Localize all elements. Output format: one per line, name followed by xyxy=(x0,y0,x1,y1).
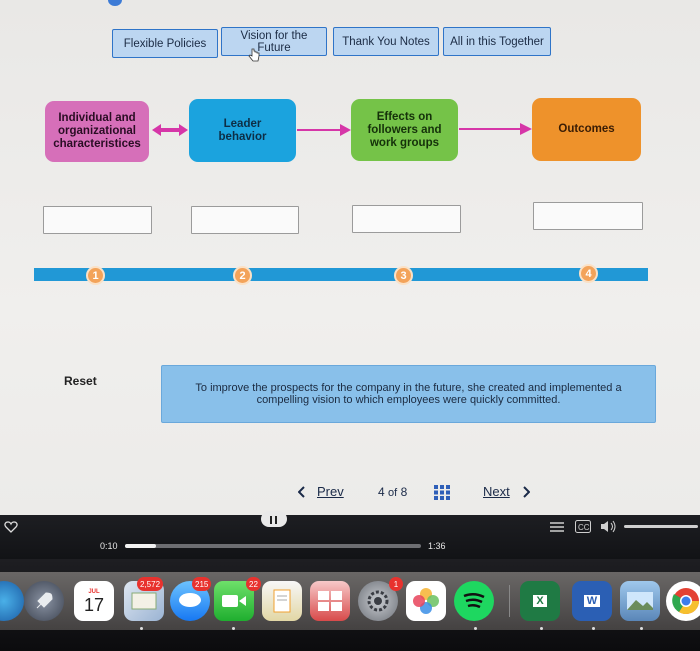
timeline-marker-1[interactable]: 1 xyxy=(86,266,105,285)
timeline-marker-2[interactable]: 2 xyxy=(233,266,252,285)
timeline-marker-3[interactable]: 3 xyxy=(394,266,413,285)
video-controls-bar xyxy=(0,515,700,559)
prev-link[interactable]: Prev xyxy=(317,484,344,499)
tab-label: Flexible Policies xyxy=(123,37,207,50)
prev-link-label[interactable]: Prev xyxy=(317,484,344,499)
tab-thank-you-notes[interactable]: Thank You Notes xyxy=(333,27,439,56)
calendar-icon[interactable]: JUL 17 xyxy=(74,581,114,621)
video-progress-fill xyxy=(125,544,156,548)
facetime-badge: 22 xyxy=(246,577,261,591)
timeline-marker-4[interactable]: 4 xyxy=(579,264,598,283)
page-of: of xyxy=(388,487,398,499)
tab-label: Vision for the Future xyxy=(240,29,308,54)
marker-label: 3 xyxy=(400,269,407,282)
volume-icon[interactable] xyxy=(600,520,618,533)
marker-label: 1 xyxy=(92,269,99,282)
running-indicator xyxy=(232,627,235,630)
flower-icon xyxy=(413,588,439,614)
tab-label: Thank You Notes xyxy=(342,35,430,48)
volume-slider[interactable] xyxy=(624,525,698,528)
reset-button[interactable]: Reset xyxy=(64,374,97,388)
chrome-icon[interactable] xyxy=(666,581,700,621)
tab-label: All in this Together xyxy=(450,35,544,48)
drop-target-4[interactable] xyxy=(533,202,643,230)
page-current: 4 xyxy=(378,485,385,499)
dock-divider xyxy=(509,585,510,617)
chevron-left-icon[interactable] xyxy=(298,486,306,498)
tab-flexible-policies[interactable]: Flexible Policies xyxy=(112,29,218,58)
marker-label: 4 xyxy=(585,267,592,280)
time-elapsed: 0:10 xyxy=(100,541,118,551)
photo-booth-icon[interactable] xyxy=(310,581,350,621)
list-icon[interactable] xyxy=(550,521,564,533)
chrome-logo-icon xyxy=(672,588,700,615)
word-icon[interactable]: W xyxy=(572,581,612,621)
screen xyxy=(0,0,700,515)
gear-icon xyxy=(367,590,389,612)
document-icon xyxy=(273,589,291,613)
arrow-right-icon xyxy=(459,123,532,135)
messages-badge: 215 xyxy=(192,577,212,591)
scenario-text: To improve the prospects for the company… xyxy=(195,382,622,406)
time-duration: 1:36 xyxy=(428,541,446,551)
captions-icon[interactable]: CC xyxy=(575,520,591,533)
landscape-photo-icon xyxy=(627,592,653,610)
box-label: Effects on followers and work groups xyxy=(367,110,442,149)
running-indicator xyxy=(592,627,595,630)
rocket-icon xyxy=(36,592,53,609)
chevron-right-icon[interactable] xyxy=(522,486,530,498)
page-total: 8 xyxy=(400,485,408,499)
box-individual-characteristics: Individual and organizational characteri… xyxy=(45,101,149,162)
pages-icon[interactable] xyxy=(262,581,302,621)
excel-glyph-icon: X xyxy=(533,595,547,607)
scenario-card[interactable]: To improve the prospects for the company… xyxy=(161,365,656,423)
tab-vision-for-the-future[interactable]: Vision for the Future xyxy=(221,27,327,56)
double-arrow-icon xyxy=(152,124,188,136)
top-indicator-icon xyxy=(108,0,122,6)
drop-target-1[interactable] xyxy=(43,206,152,234)
box-effects-on-followers: Effects on followers and work groups xyxy=(351,99,458,161)
mail-badge: 2,572 xyxy=(137,577,164,591)
grid-icon[interactable] xyxy=(434,485,450,500)
tab-all-in-this-together[interactable]: All in this Together xyxy=(443,27,551,56)
heart-icon[interactable] xyxy=(4,520,18,534)
excel-icon[interactable]: X xyxy=(520,581,560,621)
next-link[interactable]: Next xyxy=(483,484,510,499)
video-camera-icon xyxy=(222,595,246,607)
spotify-icon[interactable] xyxy=(454,581,494,621)
video-progress-track[interactable] xyxy=(125,544,421,548)
box-leader-behavior: Leader behavior xyxy=(189,99,296,162)
arrow-right-icon xyxy=(297,124,351,136)
launchpad-icon[interactable] xyxy=(24,581,64,621)
app-store-badge: 1 xyxy=(389,577,403,591)
pause-icon xyxy=(275,516,277,524)
running-indicator xyxy=(140,627,143,630)
pause-icon xyxy=(270,516,272,524)
box-label: Individual and organizational characteri… xyxy=(53,112,141,150)
drop-target-3[interactable] xyxy=(352,205,461,233)
marker-label: 2 xyxy=(239,269,246,282)
hand-cursor-icon xyxy=(248,48,260,62)
speech-bubble-icon xyxy=(179,593,201,607)
preview-icon[interactable] xyxy=(620,581,660,621)
next-link-label[interactable]: Next xyxy=(483,484,510,499)
photo-strip-icon xyxy=(318,591,342,611)
calendar-day: 17 xyxy=(83,594,105,615)
sound-waves-icon xyxy=(463,593,485,609)
timeline xyxy=(34,268,648,281)
pause-button[interactable] xyxy=(261,511,287,527)
box-label: Leader behavior xyxy=(218,117,267,143)
page-indicator: 4 of 8 xyxy=(378,485,407,499)
svg-text:CC: CC xyxy=(578,523,590,532)
box-label: Outcomes xyxy=(558,123,615,135)
running-indicator xyxy=(540,627,543,630)
stamp-icon xyxy=(131,592,157,610)
running-indicator xyxy=(640,627,643,630)
calendar-month: JUL xyxy=(88,588,100,595)
photos-icon[interactable] xyxy=(406,581,446,621)
box-outcomes: Outcomes xyxy=(532,98,641,161)
running-indicator xyxy=(474,627,477,630)
word-glyph-icon: W xyxy=(583,595,601,607)
drop-target-2[interactable] xyxy=(191,206,299,234)
